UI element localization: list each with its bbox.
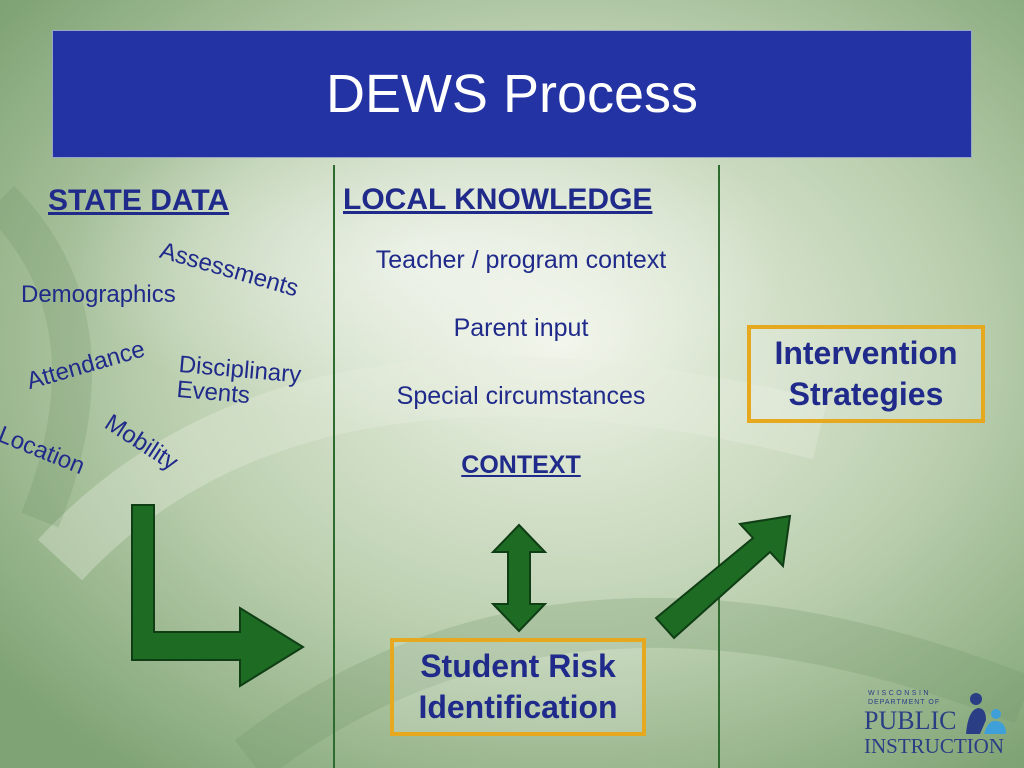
local-item-teacher-context: Teacher / program context <box>375 246 667 274</box>
student-risk-box: Student Risk Identification <box>390 638 646 736</box>
risk-to-intervention-arrow <box>654 514 792 640</box>
logo-line-wisconsin: WISCONSIN <box>868 690 931 697</box>
local-item-special-circumstances: Special circumstances <box>396 382 646 410</box>
state-data-header: STATE DATA <box>48 184 230 217</box>
intervention-box: Intervention Strategies <box>747 325 985 423</box>
slide-title: DEWS Process <box>325 64 699 124</box>
column-divider-left <box>333 165 335 768</box>
local-knowledge-header: LOCAL KNOWLEDGE <box>343 183 653 216</box>
state-to-risk-arrow <box>131 504 305 688</box>
state-item-demographics: Demographics <box>21 281 176 308</box>
intervention-label: Intervention Strategies <box>774 335 958 412</box>
logo-figure-icon <box>966 693 1006 734</box>
local-item-parent-input: Parent input <box>453 314 589 342</box>
context-label: CONTEXT <box>461 451 581 479</box>
column-divider-right <box>718 165 720 768</box>
logo-line-instruction: INSTRUCTION <box>864 734 1004 758</box>
context-double-arrow <box>490 523 548 633</box>
logo-line-department: DEPARTMENT OF <box>868 699 941 706</box>
logo-line-public: PUBLIC <box>864 706 957 735</box>
dpi-logo: WISCONSIN DEPARTMENT OF PUBLIC INSTRUCTI… <box>864 690 1014 760</box>
title-bar: DEWS Process <box>52 30 972 158</box>
student-risk-label: Student Risk Identification <box>418 648 618 725</box>
